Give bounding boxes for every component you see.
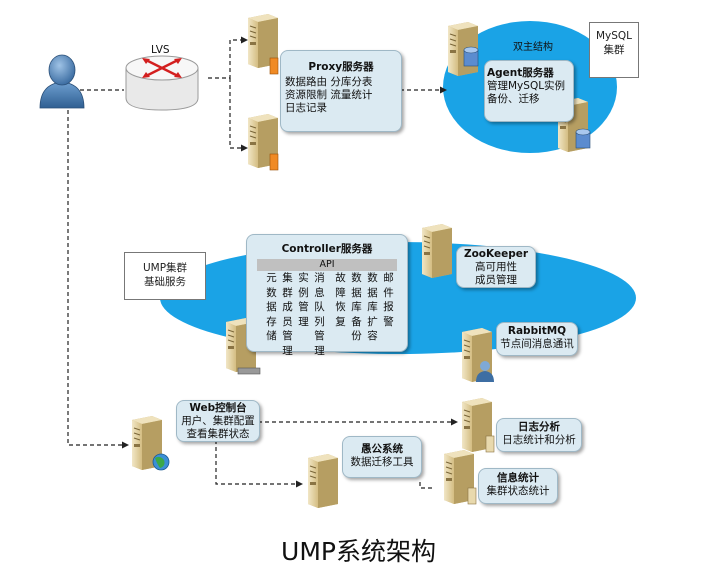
agent-line-1: 管理MySQL实例 <box>487 80 566 92</box>
agent-box: Agent服务器 管理MySQL实例 备份、迁移 <box>484 60 574 122</box>
controller-column-3: 实例管理 <box>298 272 309 328</box>
mysql-cluster-label: MySQL 集群 <box>589 22 639 78</box>
connectors <box>67 39 455 489</box>
yugong-title: 愚公系统 <box>361 443 403 455</box>
yugong-server-icon <box>307 453 339 508</box>
web-console-line-2: 查看集群状态 <box>186 428 250 440</box>
web-console-line-1: 用户、集群配置 <box>181 415 255 427</box>
rabbitmq-title: RabbitMQ <box>507 325 567 337</box>
arrowheads <box>122 36 458 488</box>
controller-column-4: 消息队列管理 <box>314 272 325 357</box>
mysql-ellipse-label: 双主结构 <box>513 42 553 53</box>
proxy-line-1: 数据路由 分库分表 <box>285 76 373 88</box>
stats-line-1: 集群状态统计 <box>486 485 550 497</box>
zookeeper-line-1: 高可用性 <box>475 261 517 273</box>
mysql-cluster-label-line-2: 集群 <box>603 44 625 56</box>
web-console-title: Web控制台 <box>189 402 247 414</box>
controller-keyboard-icon <box>237 367 261 375</box>
agent-title: Agent服务器 <box>487 67 554 79</box>
diagram-caption: UMP系统架构 <box>281 537 436 566</box>
web-console-box: Web控制台 用户、集群配置 查看集群状态 <box>176 400 260 442</box>
zookeeper-server-icon <box>421 223 453 278</box>
controller-column-5: 故障恢复 <box>335 272 346 328</box>
globe-icon <box>152 453 170 471</box>
proxy-title: Proxy服务器 <box>308 61 374 73</box>
proxy-box: Proxy服务器 数据路由 分库分表 资源限制 流量统计 日志记录 <box>280 50 402 132</box>
stats-title: 信息统计 <box>497 472 539 484</box>
proxy-bottom-badge-icon <box>269 153 279 171</box>
mysql-cluster-label-line-1: MySQL <box>595 30 633 42</box>
stats-box: 信息统计 集群状态统计 <box>478 468 558 504</box>
proxy-line-2: 资源限制 流量统计 <box>285 89 373 101</box>
proxy-line-3: 日志记录 <box>285 102 327 114</box>
ump-base-line-1: UMP集群 <box>142 262 188 274</box>
database-icon <box>575 128 591 149</box>
controller-title: Controller服务器 <box>281 243 373 255</box>
zookeeper-box: ZooKeeper 高可用性 成员管理 <box>456 246 536 288</box>
controller-api-bar: API <box>257 259 397 271</box>
agent-line-2: 备份、迁移 <box>487 93 540 105</box>
lvs-label: LVS <box>151 44 170 56</box>
proxy-top-badge-icon <box>269 57 279 75</box>
rabbitmq-line-1: 节点间消息通讯 <box>500 338 574 350</box>
ump-base-label: UMP集群 基础服务 <box>124 252 206 300</box>
user-badge-icon <box>476 361 494 382</box>
yugong-line-1: 数据迁移工具 <box>350 456 414 468</box>
controller-column-1: 元数据存储 <box>266 272 277 342</box>
log-analysis-box: 日志分析 日志统计和分析 <box>496 418 582 452</box>
controller-box: Controller服务器 API 元数据存储 集群成员管理 实例管理 消息队列… <box>246 234 408 357</box>
stats-badge-icon <box>467 487 477 505</box>
lvs-router-icon <box>125 55 199 111</box>
database-icon <box>463 46 479 67</box>
yugong-box: 愚公系统 数据迁移工具 <box>342 436 422 478</box>
rabbitmq-box: RabbitMQ 节点间消息通讯 <box>496 322 578 356</box>
controller-column-8: 邮件报警 <box>383 272 394 328</box>
ump-base-line-2: 基础服务 <box>144 276 186 288</box>
controller-column-7: 数据库扩容 <box>367 272 378 342</box>
zookeeper-line-2: 成员管理 <box>475 274 517 286</box>
log-analysis-title: 日志分析 <box>518 421 560 433</box>
log-analysis-line-1: 日志统计和分析 <box>502 434 576 446</box>
controller-column-6: 数据库备份 <box>351 272 362 342</box>
log-badge-icon <box>485 435 495 453</box>
user-icon <box>39 54 85 109</box>
zookeeper-title: ZooKeeper <box>463 248 529 260</box>
controller-column-2: 集群成员管理 <box>282 272 293 357</box>
